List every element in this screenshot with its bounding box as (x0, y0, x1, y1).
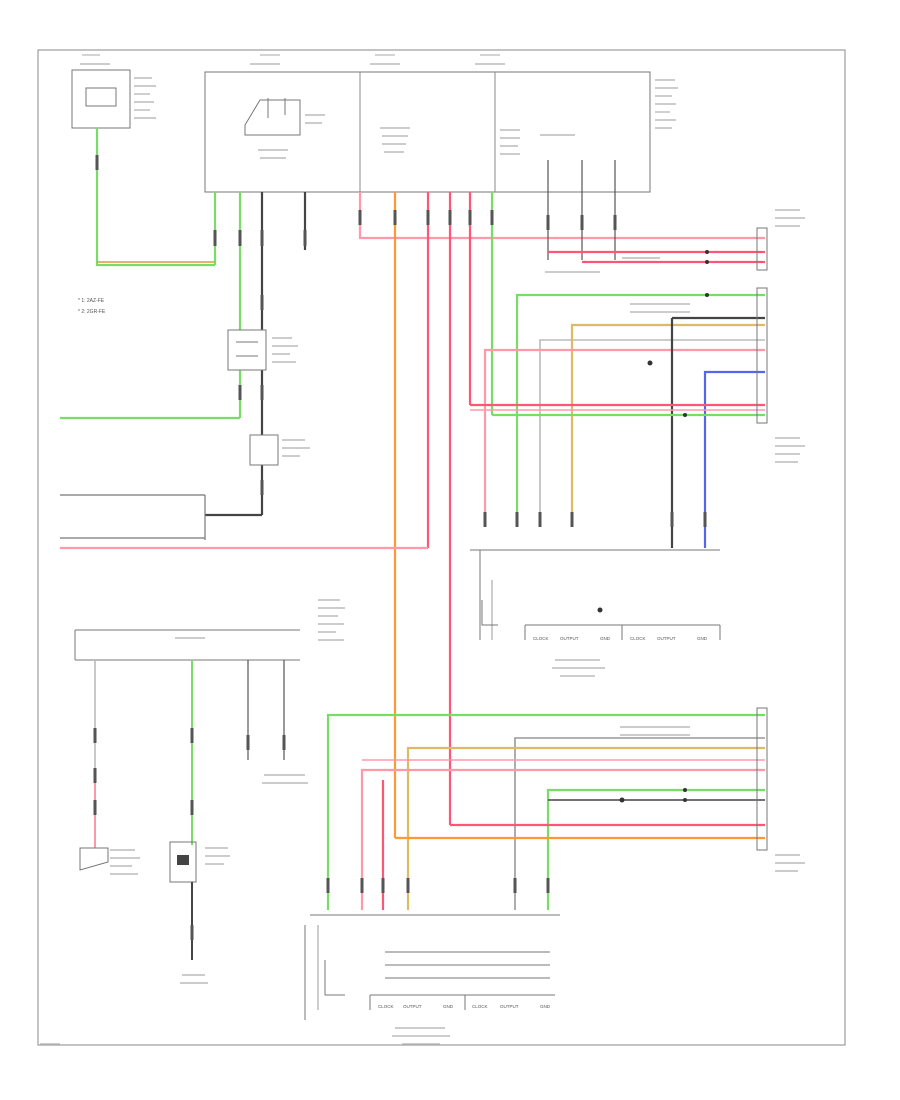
legend-2grfe: * 2: 2GR-FE (78, 309, 106, 315)
main-control-unit (80, 54, 678, 193)
sensor2-gnd-a: GND (443, 1004, 454, 1009)
legend-2azfe: * 1: 2AZ-FE (78, 298, 105, 304)
diagram-frame (37, 49, 846, 1046)
sensor1-gnd-b: GND (697, 636, 708, 641)
sensor2-gnd-b: GND (540, 1004, 551, 1009)
connector-right-lower (619, 707, 805, 872)
sensor1-output-b: OUTPUT (657, 636, 676, 641)
height-sensor-front: CLOCK OUTPUT GND CLOCK OUTPUT GND (470, 549, 721, 677)
sensor2-output-a: OUTPUT (403, 1004, 422, 1009)
wire-end-markers (683, 250, 709, 802)
sensor1-output-a: OUTPUT (560, 636, 579, 641)
sensor2-clock-b: CLOCK (472, 1004, 488, 1009)
wire-harness-right-middle (470, 293, 765, 548)
sensor1-gnd-a: GND (600, 636, 611, 641)
connector-right-middle (630, 287, 805, 463)
sensor2-clock-a: CLOCK (378, 1004, 394, 1009)
wire-harness-top (60, 128, 765, 838)
connector-top-right (545, 209, 805, 273)
fuse-box-top-left (71, 69, 156, 129)
wire-harness-right-lower (326, 713, 765, 910)
wire-harness-left (60, 494, 428, 550)
height-sensor-rear: CLOCK OUTPUT GND CLOCK OUTPUT GND (40, 914, 560, 1045)
sensor1-clock-a: CLOCK (533, 636, 549, 641)
relay-left-upper (227, 329, 298, 371)
sensor1-clock-b: CLOCK (630, 636, 646, 641)
sensor2-output-b: OUTPUT (500, 1004, 519, 1009)
relay-left-lower (249, 434, 310, 466)
connector-ticks (93, 155, 707, 940)
